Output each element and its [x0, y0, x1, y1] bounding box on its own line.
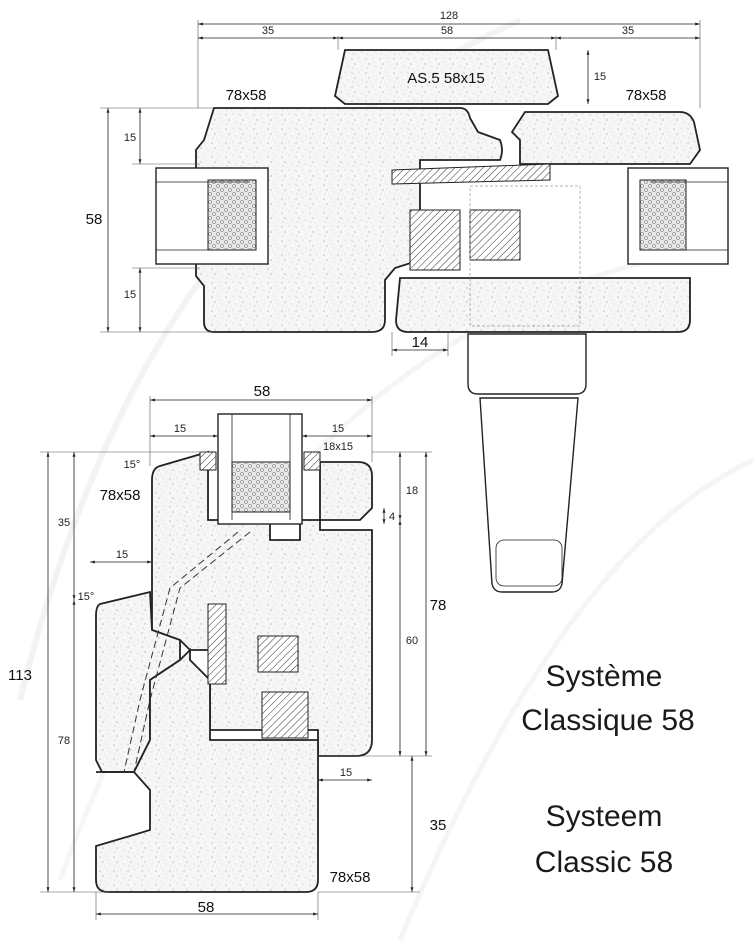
bottom-dimensions: 58 15 15 18x15 15° 15° 35 15 113 78 18 4… [8, 383, 446, 920]
cap-label: AS.5 58x15 [407, 70, 485, 87]
title-dutch-line1: Systeem [546, 800, 663, 833]
dim-bottom-width: 58 [198, 899, 215, 916]
dim-left-35: 35 [58, 517, 70, 529]
dim-right-18: 18 [406, 485, 418, 497]
dim-top-width: 58 [254, 383, 271, 400]
right-sash-profile [510, 111, 701, 165]
dim-cap-height: 15 [594, 71, 606, 83]
handle [467, 333, 587, 395]
dim-center-width: 58 [441, 25, 453, 37]
cap-profile [334, 49, 559, 105]
lock-hardware [409, 209, 461, 271]
dim-left-15: 15 [174, 423, 186, 435]
dim-right-4: 4 [389, 511, 395, 523]
upper-profile-label: 78x58 [100, 487, 141, 504]
system-titles: Système Classique 58 Systeem Classic 58 [521, 660, 694, 879]
dim-lower-offset: 15 [124, 289, 136, 301]
right-profile-label: 78x58 [626, 87, 667, 104]
dim-right-60: 60 [406, 635, 418, 647]
dim-angle-top: 15° [124, 459, 141, 471]
lower-profile-label: 78x58 [330, 869, 371, 886]
title-french-line1: Système [546, 660, 663, 693]
dim-right-78: 78 [430, 597, 447, 614]
title-dutch-line2: Classic 58 [535, 846, 673, 879]
left-profile-label: 78x58 [226, 87, 267, 104]
handle-grip [479, 397, 579, 593]
left-sash-profile [195, 107, 503, 333]
dim-left-78: 78 [58, 735, 70, 747]
dim-upper-offset: 15 [124, 132, 136, 144]
dim-bead: 18x15 [323, 441, 353, 453]
dim-bottom-35: 35 [430, 817, 447, 834]
bottom-cross-section [95, 413, 373, 893]
dim-right-15: 15 [332, 423, 344, 435]
title-french-line2: Classique 58 [521, 704, 694, 737]
top-cross-section [155, 49, 729, 593]
bottom-hardware [257, 635, 299, 673]
dim-right-width: 35 [622, 25, 634, 37]
dim-angle-mid: 15° [78, 591, 95, 603]
dim-total-113: 113 [8, 667, 32, 684]
dim-left-width: 35 [262, 25, 274, 37]
dim-total-width: 128 [440, 10, 458, 22]
top-dimensions: 128 35 58 35 15 58 15 15 14 AS.5 58x15 7… [86, 10, 701, 356]
dim-rebate: 14 [412, 334, 429, 351]
dim-left-height: 58 [86, 211, 103, 228]
dim-left-15b: 15 [116, 549, 128, 561]
upper-sash-profile [151, 450, 373, 757]
lower-frame-profile [95, 590, 181, 773]
dim-bottom-15: 15 [340, 767, 352, 779]
